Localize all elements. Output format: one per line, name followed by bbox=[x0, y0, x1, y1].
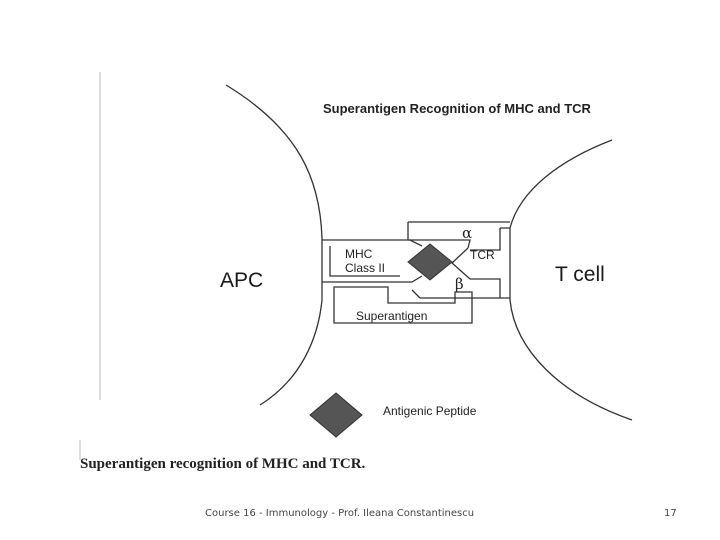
tcr-shape bbox=[407, 221, 510, 299]
apc-label: APC bbox=[220, 269, 263, 292]
page-number: 17 bbox=[664, 508, 677, 519]
superantigen-shape bbox=[333, 286, 473, 324]
legend-label: Antigenic Peptide bbox=[383, 404, 477, 418]
diagram-title: Superantigen Recognition of MHC and TCR bbox=[323, 101, 592, 116]
apc-membrane bbox=[225, 84, 323, 406]
figure-caption: Superantigen recognition of MHC and TCR. bbox=[80, 456, 366, 472]
beta-label: β bbox=[455, 275, 464, 293]
mhc-label-line2: Class II bbox=[345, 261, 385, 275]
alpha-label: α bbox=[462, 224, 472, 242]
tcr-label: TCR bbox=[470, 248, 495, 262]
mhc-label-line1: MHC bbox=[345, 247, 373, 261]
superantigen-label: Superantigen bbox=[356, 309, 427, 323]
peptide-diamond-bound bbox=[407, 243, 453, 281]
peptide-legend-icon bbox=[309, 392, 363, 438]
tcell-label: T cell bbox=[555, 263, 605, 286]
footer-course: Course 16 - Immunology - Prof. Ileana Co… bbox=[205, 508, 475, 519]
tcell-membrane bbox=[509, 139, 633, 421]
